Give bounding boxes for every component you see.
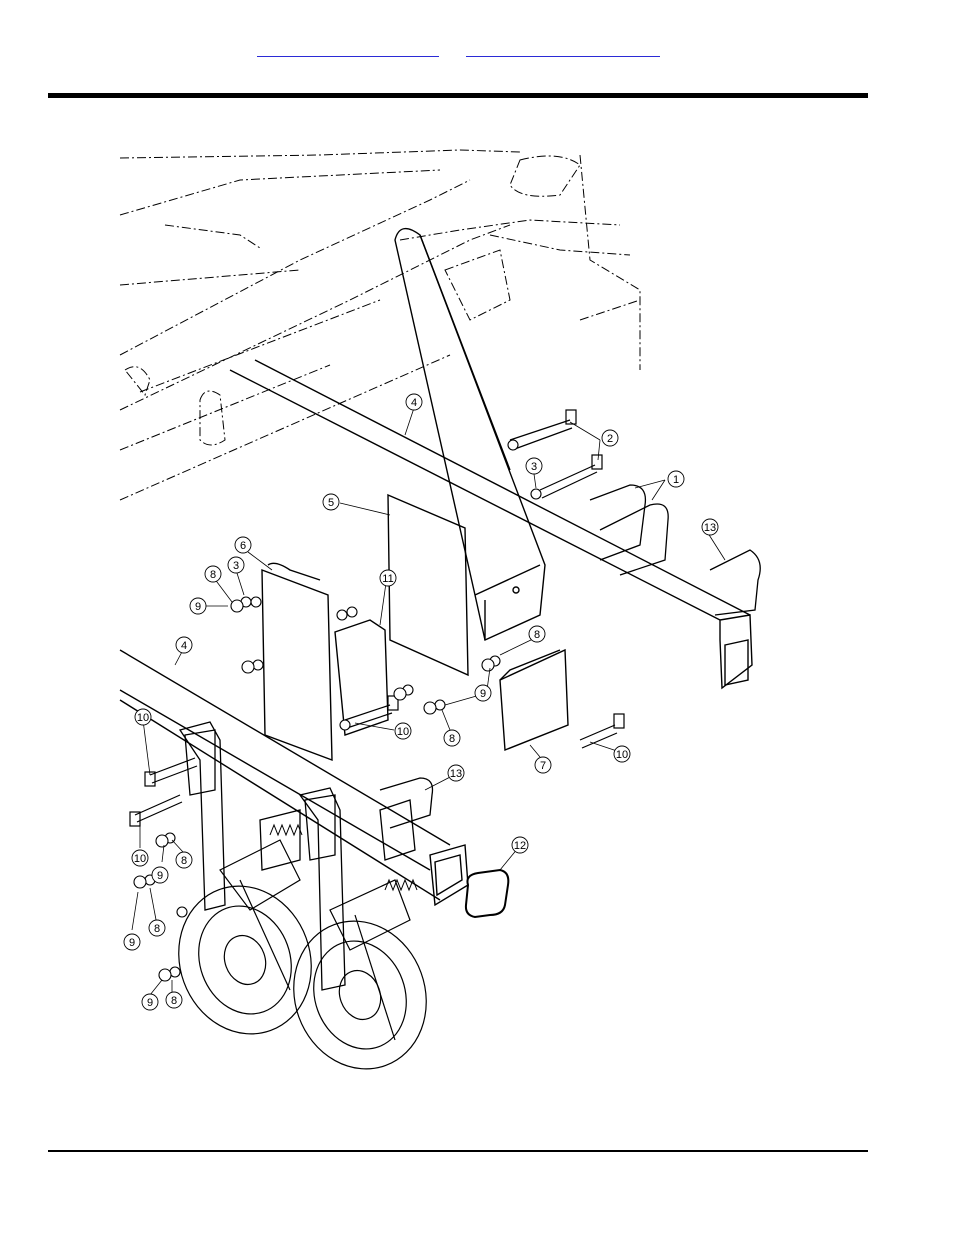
callout-8: 8	[443, 729, 461, 747]
toolbar-tubes	[119, 359, 753, 907]
callout-number: 2	[607, 433, 613, 445]
callout-3: 3	[227, 556, 245, 574]
callout-number: 4	[181, 640, 187, 652]
parts-diagram: 1 2 3 3 4 4 5 6 7 8 8 8 8 8 8 9 9 9 9 9 …	[112, 140, 767, 1075]
callout-12: 12	[511, 836, 529, 854]
callout-number: 4	[411, 397, 417, 409]
callout-number: 10	[134, 853, 146, 865]
callout-number: 8	[449, 733, 455, 745]
bolts	[129, 409, 625, 827]
callout-number: 9	[157, 870, 163, 882]
mounting-plates	[261, 493, 569, 762]
callout-number: 10	[616, 749, 628, 761]
callout-number: 1	[673, 474, 679, 486]
callout-1: 1	[667, 470, 685, 488]
header-link-2[interactable]	[466, 42, 660, 57]
callout-8: 8	[165, 991, 183, 1009]
callout-6: 6	[234, 536, 252, 554]
callout-number: 9	[129, 937, 135, 949]
callout-number: 5	[328, 497, 334, 509]
shank-assemblies	[178, 721, 416, 991]
callout-number: 3	[233, 560, 239, 572]
callout-number: 10	[397, 726, 409, 738]
callout-9: 9	[123, 933, 141, 951]
callout-9: 9	[474, 684, 492, 702]
callout-5: 5	[322, 493, 340, 511]
callouts: 1 2 3 3 4 4 5 6 7 8 8 8 8 8 8 9 9 9 9 9 …	[123, 393, 719, 1011]
callout-number: 13	[450, 768, 462, 780]
footer-rule	[48, 1150, 868, 1152]
u-bolts	[379, 484, 761, 829]
springs	[269, 823, 418, 892]
callout-number: 8	[181, 855, 187, 867]
callout-13: 13	[447, 764, 465, 782]
callout-8: 8	[528, 625, 546, 643]
callout-10: 10	[134, 708, 152, 726]
callout-number: 6	[240, 540, 246, 552]
callout-number: 3	[531, 461, 537, 473]
callout-number: 7	[540, 760, 546, 772]
callout-2: 2	[601, 429, 619, 447]
leader-lines	[131, 407, 726, 996]
callout-number: 8	[534, 629, 540, 641]
callout-8: 8	[148, 919, 166, 937]
callout-10: 10	[613, 745, 631, 763]
nuts-washers	[133, 439, 542, 982]
callout-8: 8	[175, 851, 193, 869]
callout-number: 12	[514, 840, 526, 852]
callout-number: 9	[480, 688, 486, 700]
tube-cap	[464, 868, 510, 919]
callout-10: 10	[394, 722, 412, 740]
callout-9: 9	[141, 993, 159, 1011]
disc-blades	[178, 839, 427, 1070]
header-rule	[48, 93, 868, 98]
callout-11: 11	[379, 569, 397, 587]
callout-number: 8	[171, 995, 177, 1007]
callout-number: 9	[195, 601, 201, 613]
callout-7: 7	[534, 756, 552, 774]
callout-4: 4	[175, 636, 193, 654]
callout-9: 9	[151, 866, 169, 884]
callout-13: 13	[701, 518, 719, 536]
callout-number: 8	[154, 923, 160, 935]
callout-4: 4	[405, 393, 423, 411]
callout-number: 10	[137, 712, 149, 724]
frame-phantom	[119, 149, 641, 501]
header-link-1[interactable]	[257, 42, 439, 57]
callout-8: 8	[204, 565, 222, 583]
callout-9: 9	[189, 597, 207, 615]
callout-10: 10	[131, 849, 149, 867]
callout-number: 9	[147, 997, 153, 1009]
callout-3: 3	[525, 457, 543, 475]
callout-number: 13	[704, 522, 716, 534]
diagonal-arm	[394, 227, 546, 641]
callout-number: 8	[210, 569, 216, 581]
callout-number: 11	[382, 573, 393, 585]
